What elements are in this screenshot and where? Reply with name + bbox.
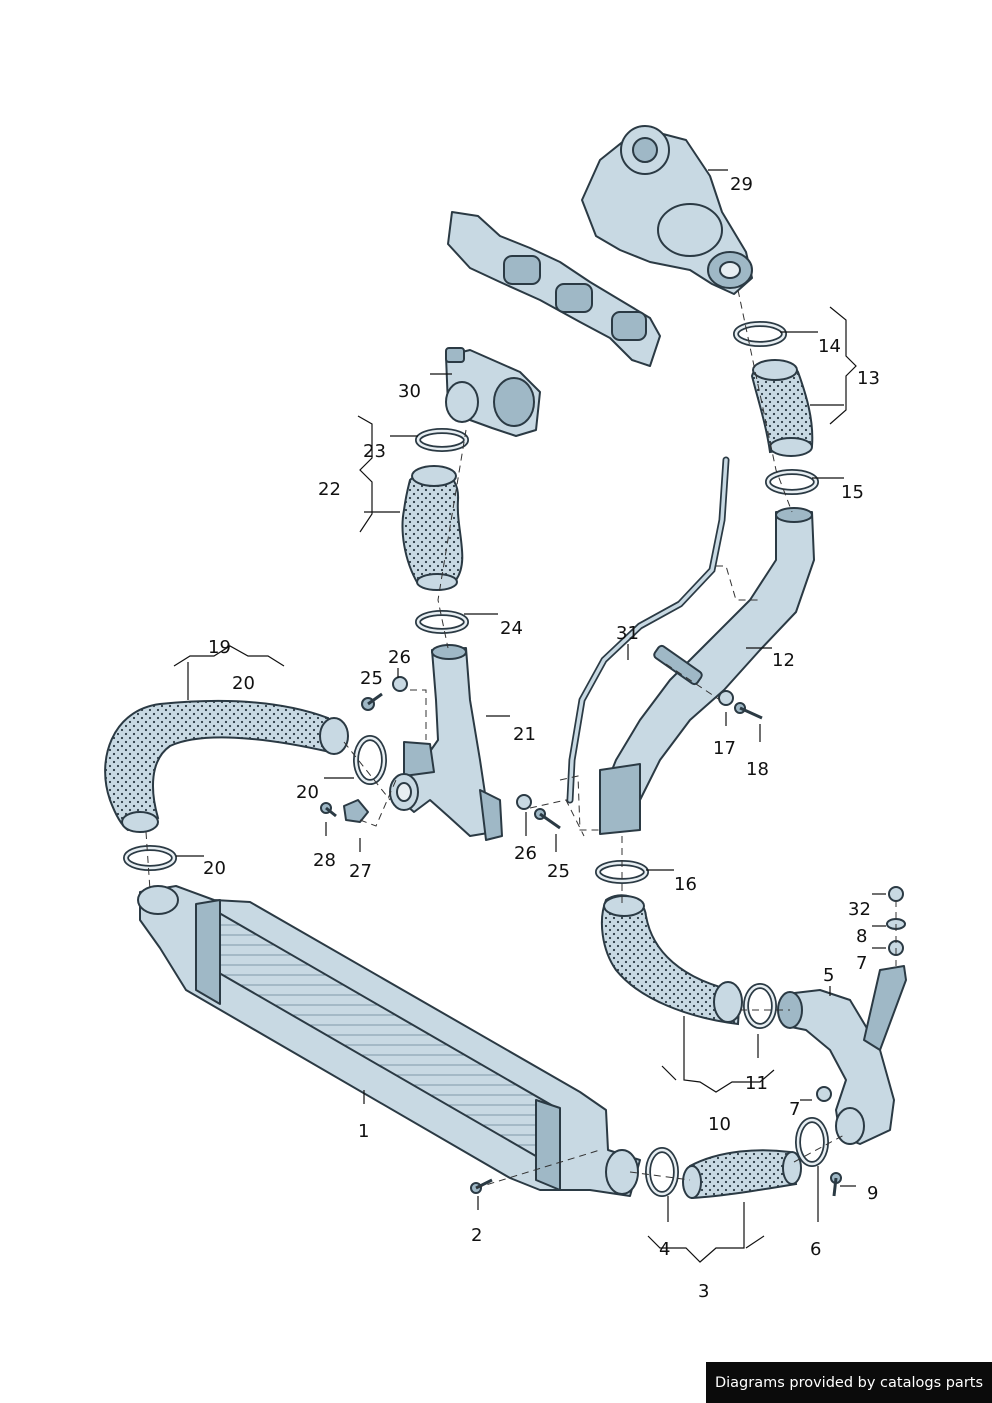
label-23: 23 <box>363 441 386 462</box>
credit-banner: Diagrams provided by catalogs parts <box>706 1362 992 1403</box>
label-20a: 20 <box>232 673 255 694</box>
hose-10 <box>595 860 777 1029</box>
label-22: 22 <box>318 479 341 500</box>
label-13: 13 <box>857 368 880 389</box>
label-26a: 26 <box>388 647 411 668</box>
label-9: 9 <box>867 1183 878 1204</box>
bolt-18 <box>734 702 763 720</box>
label-21: 21 <box>513 724 536 745</box>
sensor-27 <box>343 799 369 823</box>
label-4: 4 <box>659 1239 670 1260</box>
label-25b: 25 <box>547 861 570 882</box>
label-2: 2 <box>471 1225 482 1246</box>
label-12: 12 <box>772 650 795 671</box>
label-3: 3 <box>698 1281 709 1302</box>
label-31: 31 <box>616 623 639 644</box>
hose-3 <box>645 1117 829 1200</box>
hose-22 <box>401 428 469 634</box>
hose-19 <box>104 699 387 871</box>
nut-7b <box>816 1086 832 1102</box>
hose-13 <box>733 321 819 495</box>
label-7b: 7 <box>789 1099 800 1120</box>
pressure-pipe-12 <box>599 507 815 835</box>
nut-32 <box>888 886 904 902</box>
bolt-28 <box>320 802 337 818</box>
bolt-25a <box>361 692 383 711</box>
label-11: 11 <box>745 1073 768 1094</box>
turbocharger <box>447 125 753 367</box>
label-26b: 26 <box>514 843 537 864</box>
nut-17 <box>718 690 734 706</box>
label-24: 24 <box>500 618 523 639</box>
label-5: 5 <box>823 965 834 986</box>
nut-26b <box>516 794 532 810</box>
label-27: 27 <box>349 861 372 882</box>
label-10: 10 <box>708 1114 731 1135</box>
label-1: 1 <box>358 1121 369 1142</box>
label-30: 30 <box>398 381 421 402</box>
label-18: 18 <box>746 759 769 780</box>
bolt-9 <box>830 1172 842 1197</box>
nut-26a <box>392 676 408 692</box>
label-29: 29 <box>730 174 753 195</box>
label-28: 28 <box>313 850 336 871</box>
label-32: 32 <box>848 899 871 920</box>
label-25a: 25 <box>360 668 383 689</box>
intercooler <box>137 885 641 1197</box>
label-6: 6 <box>810 1239 821 1260</box>
label-17: 17 <box>713 738 736 759</box>
charge-pipe-21 <box>389 644 503 841</box>
part-labels: 29 14 13 15 30 23 22 24 31 12 19 20 26 2… <box>203 174 880 1302</box>
label-8: 8 <box>856 926 867 947</box>
throttle-valve <box>445 347 541 437</box>
bolt-25b <box>534 808 561 830</box>
pipe-5 <box>777 965 907 1145</box>
label-7a: 7 <box>856 953 867 974</box>
label-20b: 20 <box>296 782 319 803</box>
label-16: 16 <box>674 874 697 895</box>
label-20c: 20 <box>203 858 226 879</box>
label-14: 14 <box>818 336 841 357</box>
thin-pipe-31 <box>566 456 730 804</box>
label-19: 19 <box>208 637 231 658</box>
assembly-lines <box>145 289 897 1189</box>
label-15: 15 <box>841 482 864 503</box>
leader-lines <box>173 169 886 1263</box>
